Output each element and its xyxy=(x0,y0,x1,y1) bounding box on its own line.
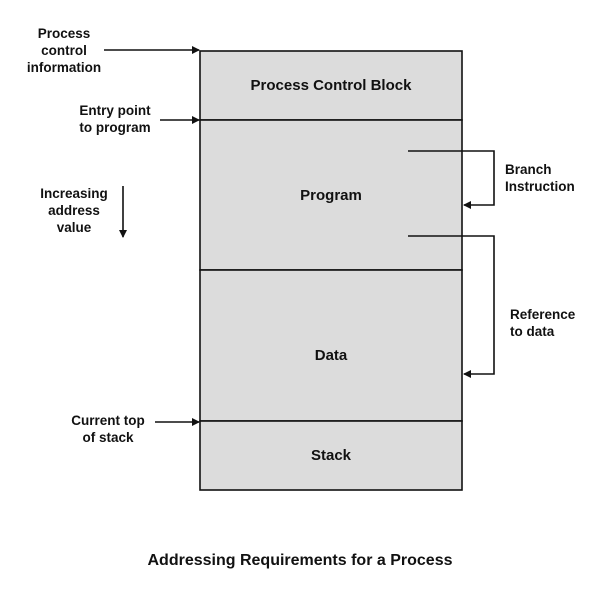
label-line: of stack xyxy=(82,430,134,445)
process-control-information-label: Process control information xyxy=(19,25,109,76)
data-block xyxy=(199,269,463,422)
label-line: Instruction xyxy=(505,179,575,194)
entry-point-label: Entry point to program xyxy=(70,102,160,136)
pcb-block xyxy=(199,50,463,121)
program-label: Program xyxy=(300,187,362,204)
label-line: to data xyxy=(510,324,555,339)
branch-instruction-label: Branch Instruction xyxy=(505,161,595,195)
label-line: address xyxy=(48,203,100,218)
label-line: Reference xyxy=(510,307,576,322)
reference-to-data-arrow xyxy=(408,235,495,378)
branch-instruction-arrow xyxy=(408,150,495,209)
label-line: information xyxy=(26,60,102,75)
pcb-label: Process Control Block xyxy=(250,77,412,94)
label-line: Entry point xyxy=(79,103,151,118)
label-line: Increasing xyxy=(40,186,108,201)
increasing-address-label: Increasing address value xyxy=(26,185,122,236)
label-line: Branch xyxy=(505,162,552,177)
reference-to-data-label: Reference to data xyxy=(510,306,595,340)
data-label: Data xyxy=(314,347,348,364)
current-top-of-stack-label: Current top of stack xyxy=(60,412,156,446)
label-line: control xyxy=(41,43,87,58)
label-line: to program xyxy=(79,120,151,135)
program-block xyxy=(199,119,463,271)
stack-block xyxy=(199,420,463,491)
diagram-caption: Addressing Requirements for a Process xyxy=(147,552,453,569)
stack-label: Stack xyxy=(310,447,352,464)
label-line: Process xyxy=(37,26,91,41)
label-line: value xyxy=(56,220,92,235)
label-line: Current top xyxy=(71,413,145,428)
